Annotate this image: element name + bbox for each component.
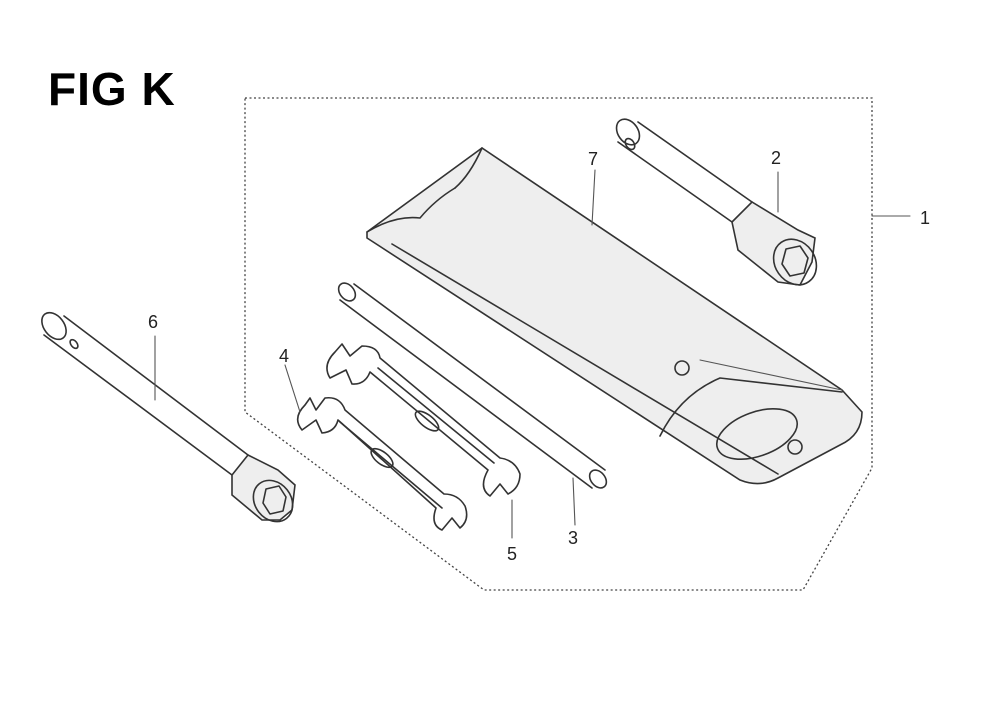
callout-6: 6: [148, 312, 158, 332]
leader-4: [284, 364, 301, 413]
socket-wrench-long: [41, 311, 296, 523]
callout-2: 2: [771, 148, 781, 168]
tool-bag: [366, 147, 863, 485]
wrench-large: [326, 343, 521, 497]
handle-bar: [337, 282, 608, 489]
leader-7: [591, 169, 596, 226]
kit-boundary: [244, 97, 873, 591]
socket-wrench-short: [615, 118, 818, 286]
leader-3: [572, 477, 576, 526]
wrench-small: [296, 396, 468, 531]
callout-3: 3: [568, 528, 578, 548]
callout-4: 4: [279, 346, 289, 366]
callout-5: 5: [507, 544, 517, 564]
figure-title: FIG K: [48, 63, 176, 115]
callout-1: 1: [920, 208, 930, 228]
callout-7: 7: [588, 149, 598, 169]
